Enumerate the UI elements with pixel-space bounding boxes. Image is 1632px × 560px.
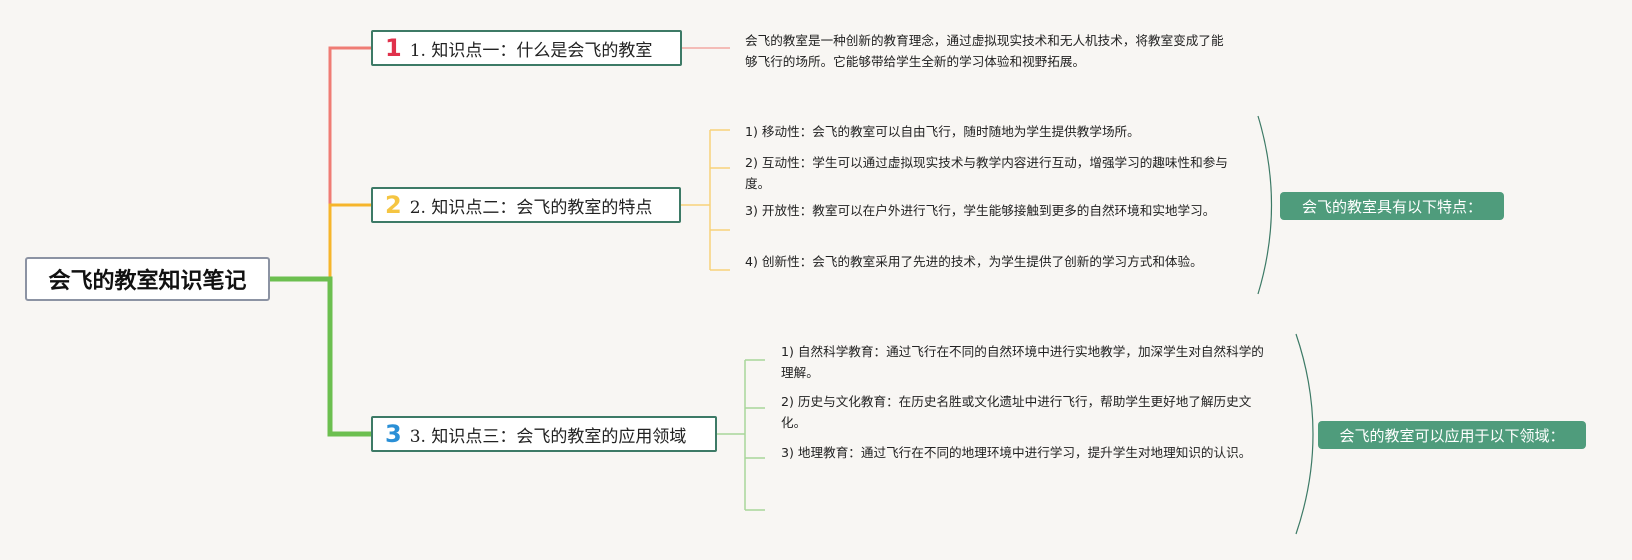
list-item[interactable]: 2) 互动性：学生可以通过虚拟现实技术与教学内容进行互动，增强学习的趣味性和参与…	[745, 152, 1235, 194]
topic-label-3: 3. 知识点三：会飞的教室的应用领域	[409, 426, 687, 447]
summary-brace-2	[1257, 115, 1273, 295]
number-2-icon: 2	[385, 191, 402, 219]
topic-node-1[interactable]: 1 1. 知识点一：什么是会飞的教室	[371, 30, 682, 66]
list-item-text: 4) 创新性：会飞的教室采用了先进的技术，为学生提供了创新的学习方式和体验。	[745, 254, 1203, 269]
list-item-text: 1) 自然科学教育：通过飞行在不同的自然环境中进行实地教学，加深学生对自然科学的…	[781, 344, 1264, 380]
leaf-bracket-2	[681, 129, 730, 271]
branch-line-3	[270, 276, 371, 437]
root-title: 会飞的教室知识笔记	[48, 269, 247, 294]
topic-label-2: 2. 知识点二：会飞的教室的特点	[409, 197, 653, 218]
list-item[interactable]: 2) 历史与文化教育：在历史名胜或文化遗址中进行飞行，帮助学生更好地了解历史文化…	[781, 391, 1271, 433]
number-3-icon: 3	[385, 420, 402, 448]
summary-node-2[interactable]: 会飞的教室具有以下特点：	[1280, 192, 1504, 220]
topic-label-1: 1. 知识点一：什么是会飞的教室	[409, 40, 653, 61]
description-text: 会飞的教室是一种创新的教育理念，通过虚拟现实技术和无人机技术，将教室变成了能够飞…	[745, 33, 1224, 69]
list-item[interactable]: 3) 开放性：教室可以在户外进行飞行，学生能够接触到更多的自然环境和实地学习。	[745, 200, 1235, 221]
summary-node-3[interactable]: 会飞的教室可以应用于以下领域：	[1318, 421, 1586, 449]
topic-node-3[interactable]: 3 3. 知识点三：会飞的教室的应用领域	[371, 416, 717, 452]
summary-brace-3	[1295, 333, 1314, 535]
list-item[interactable]: 3) 地理教育：通过飞行在不同的地理环境中进行学习，提升学生对地理知识的认识。	[781, 442, 1271, 463]
list-item[interactable]: 1) 移动性：会飞的教室可以自由飞行，随时随地为学生提供教学场所。	[745, 121, 1245, 142]
list-item-text: 2) 互动性：学生可以通过虚拟现实技术与教学内容进行互动，增强学习的趣味性和参与…	[745, 155, 1228, 191]
list-item-text: 3) 地理教育：通过飞行在不同的地理环境中进行学习，提升学生对地理知识的认识。	[781, 445, 1252, 460]
summary-label-2: 会飞的教室具有以下特点：	[1301, 197, 1482, 216]
list-item[interactable]: 1) 自然科学教育：通过飞行在不同的自然环境中进行实地教学，加深学生对自然科学的…	[781, 341, 1271, 383]
list-item[interactable]: 4) 创新性：会飞的教室采用了先进的技术，为学生提供了创新的学习方式和体验。	[745, 251, 1235, 272]
root-node[interactable]: 会飞的教室知识笔记	[25, 257, 270, 301]
branch-line-2	[270, 203, 371, 281]
topic-node-2[interactable]: 2 2. 知识点二：会飞的教室的特点	[371, 187, 681, 223]
leaf-bracket-3	[717, 359, 765, 511]
list-item-text: 2) 历史与文化教育：在历史名胜或文化遗址中进行飞行，帮助学生更好地了解历史文化…	[781, 394, 1252, 430]
branch-line-1	[270, 46, 371, 281]
list-item-text: 3) 开放性：教室可以在户外进行飞行，学生能够接触到更多的自然环境和实地学习。	[745, 203, 1216, 218]
topic-1-description[interactable]: 会飞的教室是一种创新的教育理念，通过虚拟现实技术和无人机技术，将教室变成了能够飞…	[745, 30, 1235, 72]
summary-label-3: 会飞的教室可以应用于以下领域：	[1339, 426, 1565, 445]
list-item-text: 1) 移动性：会飞的教室可以自由飞行，随时随地为学生提供教学场所。	[745, 124, 1140, 139]
number-1-icon: 1	[385, 34, 402, 62]
